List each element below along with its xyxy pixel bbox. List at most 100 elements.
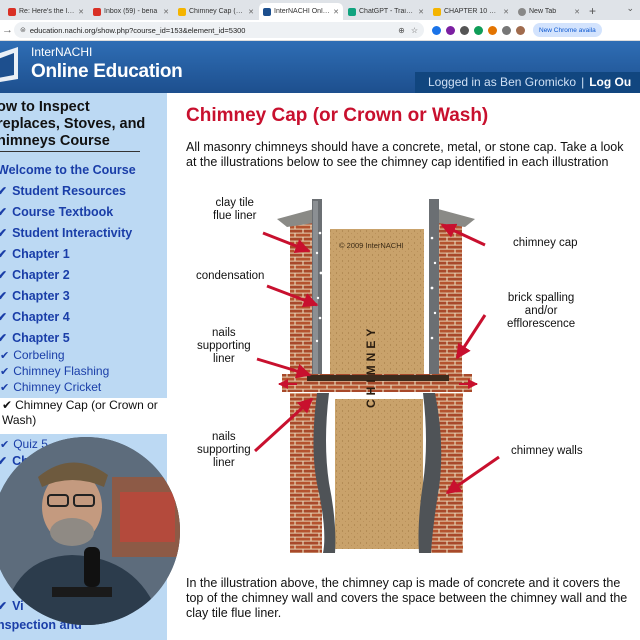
checkmark-icon: ✔ bbox=[0, 454, 8, 468]
header-stripe bbox=[415, 72, 640, 93]
course-sidebar: ow to Inspect replaces, Stoves, and himn… bbox=[0, 93, 167, 640]
browser-tab[interactable]: Re: Here's the Info✕ bbox=[4, 3, 88, 20]
checkmark-icon: ✔ bbox=[0, 331, 8, 345]
browser-tab[interactable]: New Tab✕ bbox=[514, 3, 584, 20]
close-icon[interactable]: ✕ bbox=[418, 8, 424, 16]
copyright-label: © 2009 InterNACHI bbox=[339, 241, 404, 250]
checkmark-icon: ✔ bbox=[0, 226, 8, 240]
url-text: education.nachi.org/show.php?course_id=1… bbox=[29, 25, 246, 35]
zoom-icon[interactable]: ⊕ bbox=[398, 25, 405, 35]
browser-toolbar: → ⊜ education.nachi.org/show.php?course_… bbox=[0, 20, 640, 41]
nav-student-resources[interactable]: ✔Student Resources bbox=[0, 184, 126, 198]
close-icon[interactable]: ✕ bbox=[78, 8, 84, 16]
nav-welcome[interactable]: Welcome to the Course bbox=[0, 163, 136, 177]
nav-student-interactivity[interactable]: ✔Student Interactivity bbox=[0, 226, 132, 240]
back-arrow-icon[interactable]: → bbox=[2, 24, 13, 36]
browser-tab[interactable]: ChatGPT - Trainin✕ bbox=[344, 3, 428, 20]
checkmark-icon: ✔ bbox=[2, 398, 13, 412]
brand-small: InterNACHI bbox=[31, 45, 93, 59]
logout-link[interactable]: Log Ou bbox=[589, 75, 632, 89]
divider bbox=[0, 151, 140, 152]
checkmark-icon: ✔ bbox=[0, 349, 10, 362]
checkmark-icon: ✔ bbox=[0, 381, 10, 394]
checkmark-icon: ✔ bbox=[0, 247, 8, 261]
chatgpt-icon bbox=[348, 7, 356, 16]
nav-chapter-5[interactable]: ✔Chapter 5 bbox=[0, 331, 70, 345]
logged-in-text: Logged in as Ben Gromicko bbox=[428, 75, 577, 89]
nav-chapter-3[interactable]: ✔Chapter 3 bbox=[0, 289, 70, 303]
checkmark-icon: ✔ bbox=[0, 268, 8, 282]
checkmark-icon: ✔ bbox=[0, 184, 8, 198]
checkmark-icon: ✔ bbox=[0, 310, 8, 324]
address-bar[interactable]: ⊜ education.nachi.org/show.php?course_id… bbox=[14, 22, 424, 38]
extension-icon[interactable] bbox=[432, 25, 441, 35]
main-content: Chimney Cap (or Crown or Wash) All mason… bbox=[167, 93, 640, 640]
star-icon[interactable]: ☆ bbox=[410, 25, 418, 35]
internachi-logo-icon[interactable] bbox=[0, 45, 20, 85]
browser-tab-active[interactable]: InterNACHI Online✕ bbox=[259, 3, 343, 20]
presenter-video bbox=[0, 437, 180, 625]
course-title: ow to Inspect replaces, Stoves, and himn… bbox=[0, 99, 146, 149]
extensions-row bbox=[432, 25, 525, 35]
site-header: InterNACHI Online Education Logged in as… bbox=[0, 41, 640, 93]
nav-chapter-1[interactable]: ✔Chapter 1 bbox=[0, 247, 70, 261]
checkmark-icon: ✔ bbox=[0, 289, 8, 303]
outro-paragraph: In the illustration above, the chimney c… bbox=[186, 576, 628, 620]
page-icon bbox=[178, 7, 186, 16]
nav-corbeling[interactable]: ✔Corbeling bbox=[0, 348, 65, 362]
close-icon[interactable]: ✕ bbox=[503, 8, 509, 16]
close-icon[interactable]: ✕ bbox=[333, 8, 339, 16]
checkmark-icon: ✔ bbox=[0, 599, 8, 613]
page-title: Chimney Cap (or Crown or Wash) bbox=[186, 105, 489, 126]
nav-quiz-5[interactable]: ✔Quiz 5 bbox=[0, 437, 48, 451]
new-tab-button[interactable]: + bbox=[589, 4, 597, 18]
extension-icon[interactable] bbox=[446, 25, 455, 35]
webcam-overlay bbox=[0, 437, 180, 625]
nav-chapter-2[interactable]: ✔Chapter 2 bbox=[0, 268, 70, 282]
brand-title[interactable]: Online Education bbox=[31, 61, 183, 82]
chrome-update-button[interactable]: New Chrome availa bbox=[533, 23, 602, 37]
chimney-illustration bbox=[253, 199, 500, 553]
label-chimney-walls: chimney walls bbox=[511, 445, 583, 457]
nav-current-item[interactable]: ✔Chimney Cap (or Crown or Wash) bbox=[0, 398, 167, 434]
nav-course-textbook[interactable]: ✔Course Textbook bbox=[0, 205, 113, 219]
browser-tab-strip: Re: Here's the Info✕ Inbox (59) - bena✕ … bbox=[0, 0, 640, 20]
label-chimney-cap: chimney cap bbox=[513, 237, 578, 249]
extension-icon[interactable] bbox=[488, 25, 497, 35]
login-status: Logged in as Ben Gromicko | Log Ou bbox=[428, 75, 631, 89]
chevron-down-icon[interactable]: ⌄ bbox=[626, 3, 634, 13]
checkmark-icon: ✔ bbox=[0, 205, 8, 219]
globe-icon bbox=[518, 7, 526, 16]
nav-video-item[interactable]: ✔Vi bbox=[0, 599, 24, 613]
close-icon[interactable]: ✕ bbox=[574, 8, 580, 16]
internachi-icon bbox=[263, 7, 271, 16]
intro-paragraph: All masonry chimneys should have a concr… bbox=[186, 140, 624, 169]
browser-tab[interactable]: Inbox (59) - bena✕ bbox=[89, 3, 173, 20]
separator: | bbox=[581, 75, 585, 89]
nav-chimney-flashing[interactable]: ✔Chimney Flashing bbox=[0, 364, 110, 378]
close-icon[interactable]: ✕ bbox=[248, 8, 254, 16]
browser-tab[interactable]: Chimney Cap (or C✕ bbox=[174, 3, 258, 20]
nav-chapter-4[interactable]: ✔Chapter 4 bbox=[0, 310, 70, 324]
gmail-icon bbox=[8, 7, 16, 16]
extension-icon[interactable] bbox=[474, 25, 483, 35]
browser-tab[interactable]: CHAPTER 10 CHIM✕ bbox=[429, 3, 513, 20]
extension-icon[interactable] bbox=[460, 25, 469, 35]
checkmark-icon: ✔ bbox=[0, 365, 10, 378]
label-condensation: condensation bbox=[196, 270, 265, 282]
nav-chimney-cricket[interactable]: ✔Chimney Cricket bbox=[0, 380, 102, 394]
gmail-icon bbox=[93, 7, 101, 16]
page-icon bbox=[433, 7, 441, 16]
extension-icon[interactable] bbox=[502, 25, 511, 35]
site-info-icon[interactable]: ⊜ bbox=[20, 27, 26, 34]
chimney-vertical-label: CHIMNEY bbox=[364, 324, 378, 408]
close-icon[interactable]: ✕ bbox=[163, 8, 169, 16]
profile-avatar[interactable] bbox=[516, 25, 525, 35]
checkmark-icon: ✔ bbox=[0, 438, 10, 451]
